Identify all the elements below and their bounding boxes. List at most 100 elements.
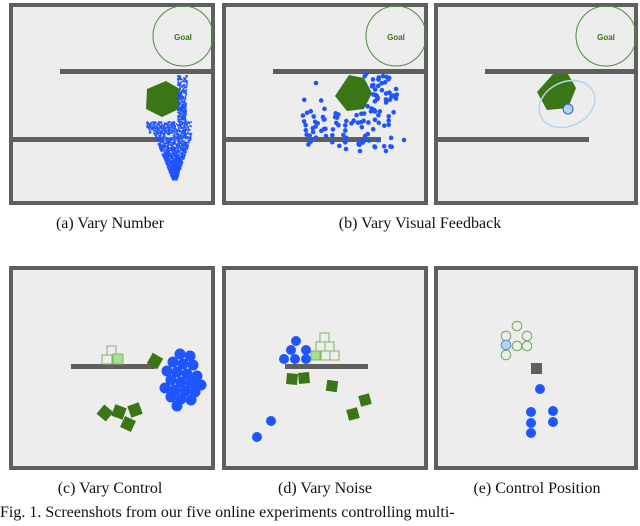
robot-particle xyxy=(155,135,157,137)
robot-particle xyxy=(159,125,162,127)
wall-upper xyxy=(60,69,213,74)
robot-particle xyxy=(185,92,187,94)
robot-particle xyxy=(173,121,176,124)
robot-particle xyxy=(183,135,185,138)
robot-particle xyxy=(177,97,179,100)
robot-particle xyxy=(181,136,183,139)
robot-particle xyxy=(183,110,186,113)
robot-particle xyxy=(178,144,180,147)
robot-particle xyxy=(166,124,169,127)
goal-label: Goal xyxy=(174,33,192,42)
robot-particle xyxy=(179,107,182,110)
robot-particle xyxy=(181,145,183,147)
robot-particle xyxy=(173,166,176,169)
robot-particle xyxy=(173,125,175,127)
robot-particle xyxy=(177,140,180,143)
robot-particle xyxy=(174,158,177,161)
robot-particle xyxy=(181,148,183,151)
robot-particle xyxy=(173,137,175,139)
robot-particle xyxy=(156,123,158,125)
robot-particle xyxy=(158,142,161,145)
robot-particle xyxy=(176,140,179,142)
robot-particle xyxy=(190,133,192,136)
robot-particle xyxy=(186,131,189,133)
robot-particle xyxy=(171,167,174,170)
robot-dot xyxy=(376,112,381,118)
robot-particle xyxy=(178,109,180,112)
robot-particle xyxy=(154,130,157,133)
robot-particle xyxy=(167,126,169,129)
robot-particle xyxy=(183,99,186,102)
robot-particle xyxy=(179,166,182,168)
robot-particle xyxy=(165,146,168,148)
robot-particle xyxy=(181,149,183,152)
robot-particle xyxy=(167,129,169,132)
robot-particle xyxy=(181,118,184,120)
robot-particle xyxy=(165,148,168,150)
robot-particle xyxy=(177,91,180,94)
arena-control-position xyxy=(434,266,638,470)
robot-particle xyxy=(178,104,180,107)
robot-particle xyxy=(181,108,183,111)
robot-particle xyxy=(176,162,179,165)
robot-particle xyxy=(181,117,183,119)
robot-dot xyxy=(362,137,367,143)
robot-particle xyxy=(153,125,155,128)
robot-swarm xyxy=(252,336,311,442)
robot-particle xyxy=(184,146,187,148)
goal-label: Goal xyxy=(387,33,405,42)
robot-particle xyxy=(183,98,185,100)
robot-particle xyxy=(184,150,187,152)
robot-particle xyxy=(179,140,182,143)
robot-particle xyxy=(179,121,181,123)
robot-particle xyxy=(183,141,186,144)
robot-disc xyxy=(279,354,289,364)
robot-particle xyxy=(170,160,172,163)
robot-particle xyxy=(185,141,187,144)
robot-particle xyxy=(159,140,162,143)
robot-particle xyxy=(162,134,165,137)
robot-particle xyxy=(168,133,171,136)
robot-dot xyxy=(372,117,378,123)
robot-particle xyxy=(171,144,174,147)
robot-particle xyxy=(176,164,178,167)
robot-particle xyxy=(159,138,161,141)
robot-particle xyxy=(174,164,177,167)
robot-particle xyxy=(185,113,187,116)
robot-particle xyxy=(169,121,171,123)
robot-particle xyxy=(170,171,173,173)
robot-particle xyxy=(155,133,158,135)
robot-particle xyxy=(163,157,166,160)
robot-particle xyxy=(170,173,173,175)
robot-particle xyxy=(181,126,183,129)
robot-particle xyxy=(164,159,167,161)
robot-particle xyxy=(183,152,186,154)
robot-particle xyxy=(179,145,181,147)
block-object xyxy=(111,404,127,420)
robot-dot xyxy=(386,118,391,123)
robot-particle xyxy=(170,169,173,172)
robot-disc xyxy=(185,394,197,406)
robot-particle xyxy=(180,120,182,123)
robot-particle xyxy=(181,146,184,149)
robot-particle xyxy=(162,140,164,143)
robot-particle xyxy=(146,124,149,127)
robot-particle xyxy=(183,140,186,143)
robot-particle xyxy=(183,121,186,124)
robot-particle xyxy=(179,106,182,109)
robot-swarm xyxy=(146,75,193,181)
robot-particle xyxy=(182,88,184,91)
robot-dot xyxy=(344,118,349,124)
block-objects xyxy=(286,372,372,421)
robot-particle xyxy=(167,148,170,151)
robot-particle xyxy=(173,158,175,160)
robot-particle xyxy=(184,123,186,125)
robot-particle xyxy=(180,164,183,167)
robot-particle xyxy=(181,121,184,124)
robot-particle xyxy=(173,132,175,135)
robot-particle xyxy=(180,125,182,128)
robot-particle xyxy=(172,152,174,154)
figure-caption: Fig. 1. Screenshots from our five online… xyxy=(0,504,455,521)
robot-particle xyxy=(152,122,155,125)
robot-particle xyxy=(178,127,180,130)
